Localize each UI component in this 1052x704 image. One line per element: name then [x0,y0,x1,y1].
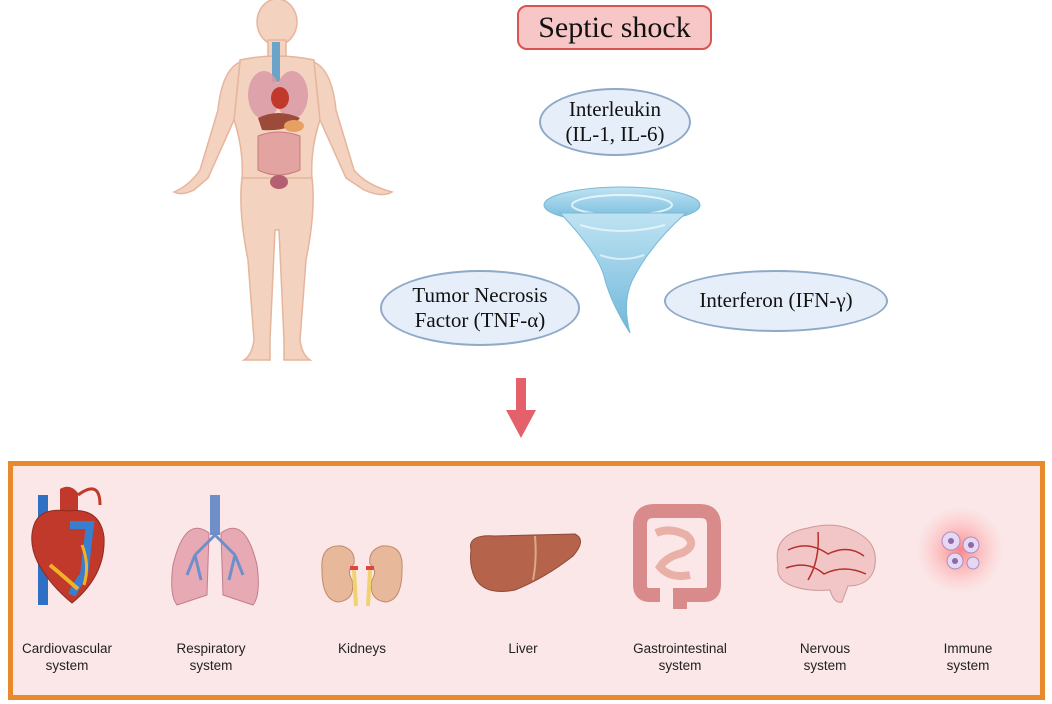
organ-label-line2: system [658,657,702,673]
human-body-icon [172,0,394,361]
organ-label-line1: Liver [508,641,538,656]
organ-label-immune: Immune system [898,641,1038,675]
organ-label-line1: Immune [943,641,993,656]
organ-label-line1: Respiratory [176,641,246,656]
organ-label-line1: Nervous [799,641,851,656]
organ-label-line1: Gastrointestinal [633,641,727,656]
tnf-label-line2: Factor (TNF-α) [414,308,546,332]
organ-label-line2: system [189,657,233,673]
interleukin-label-line2: (IL-1, IL-6) [565,122,665,146]
organ-label-nervous: Nervous system [755,641,895,675]
organ-label-respiratory: Respiratory system [141,641,281,675]
organ-label-liver: Liver [453,641,593,658]
tnf-label-line1: Tumor Necrosis [412,282,548,307]
interleukin-ellipse: Interleukin (IL-1, IL-6) [539,88,691,156]
tnf-ellipse: Tumor Necrosis Factor (TNF-α) [380,270,580,346]
interferon-label: Interferon (IFN-γ) [699,288,853,313]
liver-icon [470,533,581,592]
organ-label-cardiovascular: Cardiovascular system [0,641,137,675]
heart-icon [31,486,105,605]
down-arrow-icon [506,378,536,438]
organ-label-line2: system [803,657,847,673]
organ-label-line1: Cardiovascular [21,641,113,656]
organ-label-line2: system [946,657,990,673]
organ-label-line2: system [45,657,89,673]
page-title: Septic shock [517,5,712,50]
organ-label-line1: Kidneys [337,641,387,656]
lungs-icon [171,495,259,606]
cytokine-storm-icon [543,186,701,334]
intestine-icon [633,504,721,609]
organ-label-gastrointestinal: Gastrointestinal system [610,641,750,675]
kidneys-icon [321,545,403,607]
interleukin-label-line1: Interleukin [568,96,662,121]
organ-label-kidneys: Kidneys [292,641,432,658]
immune-cells-icon [916,506,1004,594]
brain-icon [776,524,876,603]
interferon-ellipse: Interferon (IFN-γ) [664,270,888,332]
